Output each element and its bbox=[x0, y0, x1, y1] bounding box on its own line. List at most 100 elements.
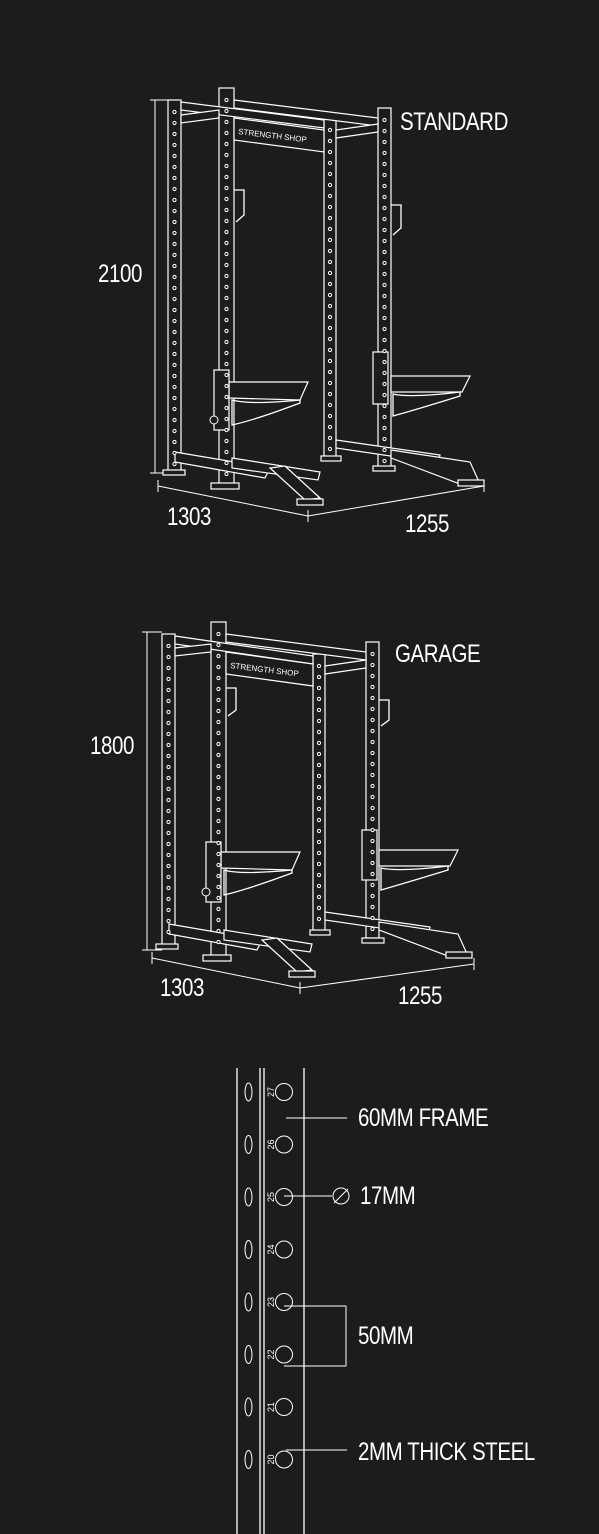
upright-hole bbox=[316, 828, 322, 834]
upright-hole bbox=[327, 402, 333, 408]
upright-hole bbox=[370, 750, 375, 756]
upright-hole bbox=[166, 929, 171, 935]
upright-hole bbox=[327, 204, 333, 210]
upright-hole bbox=[327, 391, 333, 397]
upright-hole bbox=[316, 916, 322, 922]
upright-hole bbox=[172, 208, 177, 214]
upright-hole bbox=[172, 329, 177, 335]
upright-hole bbox=[327, 226, 333, 232]
upright-hole bbox=[224, 108, 229, 114]
upright-hole bbox=[382, 282, 387, 288]
frame-hole bbox=[275, 1188, 293, 1206]
upright-hole bbox=[224, 273, 229, 279]
upright-hole bbox=[370, 805, 375, 811]
upright-hole bbox=[370, 849, 375, 855]
upright-hole bbox=[327, 369, 333, 375]
upright-hole bbox=[216, 719, 221, 725]
upright-hole bbox=[216, 884, 221, 890]
upright-hole bbox=[172, 164, 177, 170]
upright-hole bbox=[172, 428, 177, 434]
upright-hole bbox=[216, 939, 221, 945]
upright-hole bbox=[316, 817, 322, 823]
side-slot bbox=[244, 1187, 253, 1207]
upright-hole bbox=[382, 414, 387, 420]
upright-hole bbox=[224, 460, 229, 466]
upright-hole bbox=[382, 293, 387, 299]
upright-hole bbox=[216, 752, 221, 758]
upright-hole bbox=[327, 149, 333, 155]
upright-hole bbox=[370, 882, 375, 888]
upright-hole bbox=[166, 643, 171, 649]
upright-hole bbox=[316, 872, 322, 878]
upright-hole bbox=[216, 653, 221, 659]
upright-hole bbox=[382, 326, 387, 332]
upright-hole bbox=[382, 194, 387, 200]
upright-hole bbox=[382, 249, 387, 255]
upright-hole bbox=[216, 730, 221, 736]
upright-hole bbox=[382, 117, 387, 123]
upright-hole bbox=[327, 270, 333, 276]
upright-hole bbox=[172, 219, 177, 225]
hole-number: 23 bbox=[266, 1297, 276, 1307]
upright-hole bbox=[216, 829, 221, 835]
upright-hole bbox=[316, 696, 322, 702]
upright-hole bbox=[327, 303, 333, 309]
upright-hole bbox=[382, 425, 387, 431]
upright-hole bbox=[172, 120, 177, 126]
upright-hole bbox=[172, 131, 177, 137]
hole-number: 21 bbox=[266, 1402, 276, 1412]
upright-hole bbox=[370, 816, 375, 822]
upright-hole bbox=[166, 753, 171, 759]
upright-hole bbox=[382, 216, 387, 222]
upright-hole bbox=[224, 449, 229, 455]
upright-hole bbox=[224, 361, 229, 367]
rack-name-garage: GARAGE bbox=[395, 640, 481, 668]
standard-rack-section: STRENGTH SHOP STANDARD 2100 1303 1255 bbox=[0, 0, 599, 560]
upright-hole bbox=[327, 380, 333, 386]
upright-hole bbox=[224, 196, 229, 202]
upright-hole bbox=[316, 718, 322, 724]
upright-hole bbox=[166, 841, 171, 847]
upright-hole bbox=[166, 764, 171, 770]
upright-hole bbox=[216, 686, 221, 692]
upright-hole bbox=[172, 296, 177, 302]
upright-hole bbox=[224, 306, 229, 312]
upright-hole bbox=[316, 839, 322, 845]
hole-number: 27 bbox=[266, 1087, 276, 1097]
upright-hole bbox=[382, 161, 387, 167]
side-slot bbox=[244, 1397, 253, 1417]
upright-hole bbox=[224, 339, 229, 345]
upright-hole bbox=[166, 808, 171, 814]
upright-hole bbox=[172, 362, 177, 368]
upright-hole bbox=[172, 274, 177, 280]
upright-hole bbox=[166, 918, 171, 924]
upright-hole bbox=[327, 138, 333, 144]
upright-hole bbox=[216, 917, 221, 923]
upright-hole bbox=[327, 424, 333, 430]
upright-hole bbox=[224, 251, 229, 257]
upright-hole bbox=[327, 325, 333, 331]
upright-hole bbox=[382, 271, 387, 277]
upright-hole bbox=[316, 861, 322, 867]
upright-hole bbox=[382, 381, 387, 387]
upright-hole bbox=[370, 783, 375, 789]
upright-hole bbox=[172, 263, 177, 269]
upright-hole bbox=[327, 127, 333, 133]
upright-hole bbox=[224, 141, 229, 147]
upright-hole bbox=[327, 446, 333, 452]
upright-hole bbox=[224, 328, 229, 334]
upright-hole bbox=[224, 218, 229, 224]
upright-hole bbox=[224, 185, 229, 191]
upright-hole bbox=[316, 883, 322, 889]
upright-hole bbox=[382, 150, 387, 156]
upright-hole bbox=[316, 674, 322, 680]
upright-hole bbox=[382, 315, 387, 321]
frame-hole bbox=[275, 1240, 293, 1259]
upright-hole bbox=[370, 651, 375, 657]
upright-hole bbox=[382, 370, 387, 376]
upright-hole bbox=[327, 347, 333, 353]
upright-hole bbox=[166, 874, 171, 880]
upright-hole bbox=[224, 383, 229, 389]
frame-hole bbox=[275, 1345, 293, 1364]
upright-hole bbox=[382, 260, 387, 266]
